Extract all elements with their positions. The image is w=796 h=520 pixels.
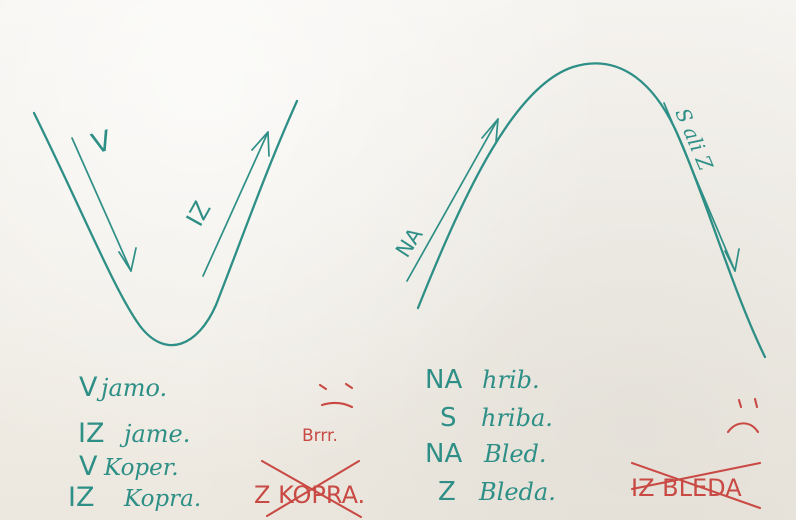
wrong-left-cross-2 — [265, 459, 361, 518]
v-arrow-line — [71, 137, 132, 272]
left-example-row: IZ jame. — [78, 418, 190, 449]
iz-label: IZ — [181, 197, 217, 231]
right-example-list: NA hrib. S hriba. NA Bled. Z Bleda. — [425, 365, 556, 507]
left-example-row: V Koper. — [79, 451, 179, 482]
left-example-prefix: IZ — [78, 418, 104, 449]
left-example-word: Kopra. — [123, 486, 201, 512]
left-example-list: V jamo. IZ jame. V Koper. IZ Kopra. — [68, 372, 201, 513]
left-example-row: V jamo. — [79, 372, 167, 403]
s-ali-z-arrow-line — [663, 102, 736, 272]
wrong-right-example: IZ BLEDA — [630, 461, 762, 510]
v-arrowhead — [118, 247, 137, 272]
sad-face-right-mouth — [726, 422, 760, 434]
iz-arrowhead — [251, 131, 270, 157]
sad-face-right-eye-2 — [753, 397, 759, 409]
sad-face-left-mouth — [320, 401, 354, 409]
sad-face-left — [318, 382, 354, 409]
right-example-word: Bleda. — [478, 478, 556, 506]
na-arrow-line — [406, 118, 499, 282]
na-arrowhead — [481, 118, 499, 143]
left-example-prefix: IZ — [68, 482, 94, 513]
right-example-prefix: NA — [425, 439, 462, 469]
na-label: NA — [391, 223, 428, 262]
hill-curve — [416, 62, 767, 359]
brrr-note: Brrr. — [302, 426, 338, 446]
right-example-word: Bled. — [483, 440, 547, 468]
s-ali-z-arrowhead — [724, 248, 740, 272]
s-ali-z-label: S ali Z — [670, 105, 718, 175]
wrong-right-cross-2 — [630, 461, 762, 491]
right-example-row: Z Bleda. — [438, 477, 556, 507]
right-example-prefix: S — [440, 403, 457, 433]
v-label: V — [88, 124, 116, 161]
right-example-prefix: Z — [438, 477, 456, 507]
left-example-prefix: V — [79, 451, 98, 482]
sad-face-right-eye-1 — [737, 398, 743, 409]
iz-arrow-line — [202, 131, 269, 277]
left-example-row: IZ Kopra. — [68, 482, 201, 513]
left-example-word: jame. — [119, 420, 190, 448]
right-example-prefix: NA — [425, 365, 462, 395]
right-example-row: NA Bled. — [425, 439, 547, 469]
left-example-word: Koper. — [103, 455, 179, 481]
wrong-left-example: Z KOPRA. — [254, 459, 365, 519]
valley-curve — [32, 99, 299, 347]
left-example-prefix: V — [79, 372, 98, 403]
right-example-word: hrib. — [482, 366, 540, 394]
sad-face-right — [726, 397, 760, 434]
right-example-row: NA hrib. — [425, 365, 540, 395]
wrong-left-text: Z KOPRA. — [254, 481, 365, 509]
sad-face-left-mark-2 — [344, 382, 354, 390]
right-example-row: S hriba. — [440, 403, 553, 433]
sad-face-left-mark-1 — [318, 383, 328, 391]
left-example-word: jamo. — [96, 374, 167, 402]
wrong-right-cross-1 — [630, 461, 762, 510]
right-example-word: hriba. — [481, 404, 553, 432]
